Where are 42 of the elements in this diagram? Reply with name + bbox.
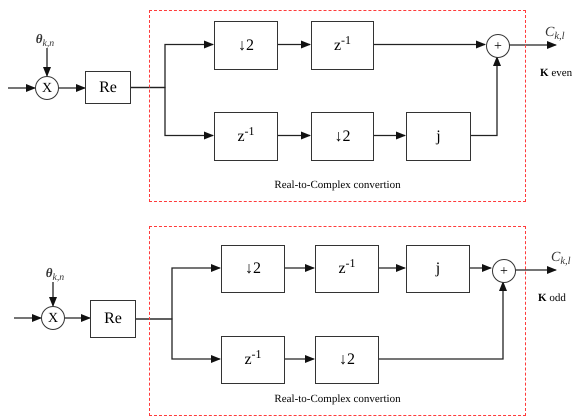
dashed-group-frame: [149, 10, 526, 202]
block-box: Re: [85, 71, 131, 104]
edge-label: C$_{k,l}$: [545, 24, 565, 43]
block-box: j: [406, 245, 470, 293]
block-box: z$^{-1}$: [311, 21, 374, 70]
block-box: ↓2: [311, 112, 374, 161]
arrow: [8, 84, 36, 92]
arrow: [65, 314, 91, 322]
arrow: [378, 264, 406, 272]
arrow: [470, 56, 501, 136]
parity-note: K even: [540, 66, 572, 81]
edge-label: C$_{k,l}$: [551, 249, 571, 268]
arrow: [277, 40, 311, 48]
arrow: [373, 40, 486, 48]
block-box: z$^{-1}$: [315, 245, 379, 293]
group-caption: Real-to-Complex convertion: [273, 178, 402, 192]
arrow: [14, 314, 42, 322]
arrow: [136, 318, 221, 363]
arrow: [277, 132, 311, 140]
arrow: [469, 264, 492, 272]
block-box: z$^{-1}$: [214, 112, 278, 161]
signal-label: θ$_{k,n}$: [38, 264, 72, 282]
arrow: [515, 266, 557, 274]
arrow: [59, 84, 86, 92]
block-box: ↓2: [221, 245, 285, 293]
block-box: j: [406, 112, 471, 161]
arrow: [509, 41, 557, 49]
arrow: [49, 282, 57, 307]
signal-label: θ$_{k,n}$: [28, 30, 62, 48]
block-box: ↓2: [315, 336, 379, 384]
block-box: Re: [90, 300, 136, 338]
group-caption: Real-to-Complex convertion: [273, 392, 402, 406]
block-box: z$^{-1}$: [221, 336, 285, 384]
arrow: [131, 86, 214, 140]
arrow: [373, 132, 406, 140]
parity-note: K odd: [538, 291, 566, 306]
arrow: [378, 281, 507, 360]
arrow: [284, 264, 315, 272]
block-box: ↓2: [214, 21, 278, 70]
arrow: [43, 48, 51, 77]
arrow: [284, 355, 315, 363]
dashed-group-frame: [149, 226, 526, 416]
